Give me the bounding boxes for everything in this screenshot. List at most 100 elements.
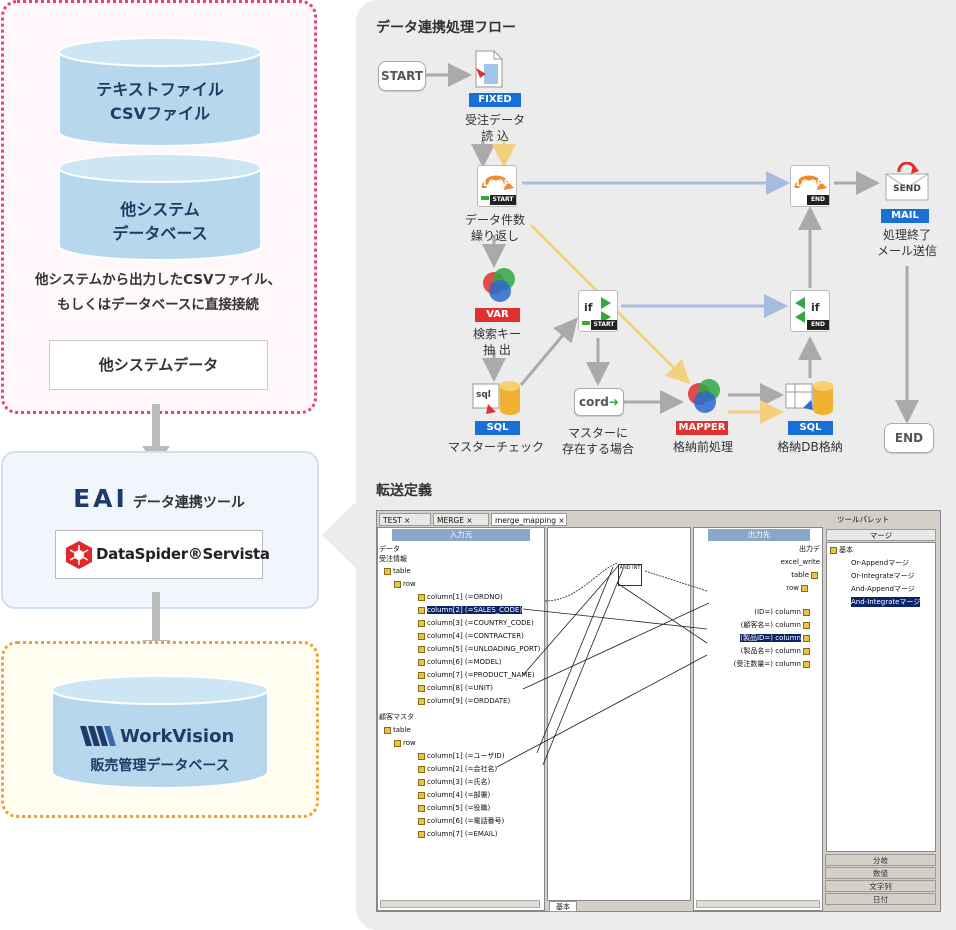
dataspider-logo: DataSpider®Servista bbox=[55, 530, 270, 579]
dataspider-logo-text: DataSpider®Servista bbox=[96, 545, 270, 563]
sql-store-label: 格納DB格納 bbox=[777, 440, 843, 454]
flow-start-node: START bbox=[378, 61, 426, 91]
sql-check-text: sql bbox=[476, 390, 491, 400]
cylinder2-line2: データベース bbox=[112, 224, 208, 243]
eai-title-small: データ連携ツール bbox=[132, 495, 245, 511]
input-tree-row[interactable]: column[7] (=PRODUCT_NAME) bbox=[418, 670, 535, 680]
palette-root: 基本 bbox=[830, 545, 853, 555]
palette-button[interactable]: 文字列 bbox=[825, 880, 936, 892]
flow-title: データ連携処理フロー bbox=[376, 20, 516, 36]
input-tree-row[interactable]: column[6] (=電話番号) bbox=[418, 816, 504, 826]
mail-badge: MAIL bbox=[881, 209, 929, 223]
palette-pane: 基本 Or-Appendマージ Or-Integrateマージ And-Appe… bbox=[826, 542, 936, 852]
input-tree-row[interactable]: column[2] (=SALES_CODE) bbox=[418, 605, 523, 615]
cond-label: マスターに 存在する場合 bbox=[553, 425, 643, 457]
if-end-tag: END bbox=[807, 320, 829, 330]
var-label: 検索キー 抽 出 bbox=[452, 326, 542, 358]
mapping-window: TEST × MERGE × merge_mapping × 入力元 データ 受… bbox=[376, 510, 941, 912]
input-tree-row[interactable]: column[3] (=氏名) bbox=[418, 777, 490, 787]
output-tree-row: row bbox=[786, 583, 810, 593]
envelope-icon bbox=[885, 162, 929, 201]
input-tree-row: データ bbox=[379, 545, 400, 553]
if-start-text: if bbox=[584, 301, 593, 314]
palette-item[interactable]: And-Appendマージ bbox=[851, 585, 915, 593]
input-scrollbar[interactable] bbox=[380, 900, 540, 908]
cylinder1-line2: CSVファイル bbox=[110, 104, 210, 123]
mail-label: 処理終了 メール送信 bbox=[862, 227, 952, 259]
other-system-data-label: 他システムデータ bbox=[49, 340, 268, 390]
input-tree-row: row bbox=[394, 579, 416, 589]
input-tree-row[interactable]: column[4] (=部署) bbox=[418, 790, 490, 800]
palette-button[interactable]: 分岐 bbox=[825, 854, 936, 866]
palette-tab-merge[interactable]: マージ bbox=[826, 529, 936, 541]
input-tree-row[interactable]: column[6] (=MODEL) bbox=[418, 657, 502, 667]
palette-button[interactable]: 数値 bbox=[825, 867, 936, 879]
input-tree-row[interactable]: column[1] (=ORDNO) bbox=[418, 592, 503, 602]
fixed-label-line1: 受注データ bbox=[464, 113, 525, 127]
output-tree-row[interactable]: (製品名=) column bbox=[741, 646, 812, 656]
output-tree-row[interactable]: (製品ID=) column bbox=[740, 633, 812, 643]
workvision-label: 販売管理データベース bbox=[90, 758, 230, 774]
input-tree-row[interactable]: column[5] (=UNLOADING_PORT) bbox=[418, 644, 540, 654]
output-tree-row[interactable]: (顧客名=) column bbox=[741, 620, 812, 630]
palette-item[interactable]: Or-Appendマージ bbox=[851, 559, 910, 567]
fixed-label: 受注データ 読 込 bbox=[450, 112, 540, 144]
input-tree-row[interactable]: column[2] (=会社名) bbox=[418, 764, 497, 774]
loop-end-node: LOOP END bbox=[790, 165, 830, 207]
palette-button[interactable]: 日付 bbox=[825, 893, 936, 905]
input-pane: 入力元 データ 受注情報 table row column[1] (=ORDNO… bbox=[377, 527, 545, 911]
palette-item[interactable]: And-Integrateマージ bbox=[851, 597, 921, 607]
output-tree-row: 出力デ bbox=[799, 545, 820, 553]
workvision-logo-text: WorkVision bbox=[120, 726, 235, 747]
input-tree-row: row bbox=[394, 738, 416, 748]
tab-basic[interactable]: 基本 bbox=[549, 901, 577, 912]
input-tree-row: 顧客マスタ bbox=[379, 713, 414, 721]
input-tree-row[interactable]: column[9] (=ORDDATE) bbox=[418, 696, 510, 706]
cylinder1-line1: テキストファイル bbox=[96, 80, 224, 99]
eai-title: EAI データ連携ツール bbox=[0, 484, 318, 513]
merge-node[interactable]: AND INT bbox=[618, 564, 642, 586]
other-system-description: 他システムから出力したCSVファイル、 もしくはデータベースに直接接続 bbox=[0, 268, 316, 318]
mapping-title: 転送定義 bbox=[376, 483, 432, 499]
tab-merge-mapping[interactable]: merge_mapping × bbox=[491, 513, 567, 526]
input-tree-row: table bbox=[384, 725, 411, 735]
flow-connectors bbox=[426, 63, 919, 424]
workvision-mark-icon bbox=[80, 726, 116, 746]
cord-node: cord➜ bbox=[574, 388, 624, 416]
input-tree-row[interactable]: column[7] (=EMAIL) bbox=[418, 829, 497, 839]
if-end-node: if END bbox=[790, 290, 830, 332]
fixed-file-icon bbox=[475, 50, 503, 88]
description-line2: もしくはデータベースに直接接続 bbox=[57, 297, 259, 313]
loop-start-tag: START bbox=[490, 195, 516, 205]
output-tree-row[interactable]: (受注数量=) column bbox=[734, 659, 812, 669]
output-tree-row: table bbox=[791, 570, 820, 580]
cylinder2-line1: 他システム bbox=[120, 200, 200, 219]
pointer-triangle bbox=[322, 500, 358, 570]
var-label-line1: 検索キー bbox=[472, 327, 521, 341]
input-tree-row[interactable]: column[8] (=UNIT) bbox=[418, 683, 493, 693]
loop-label: データ件数 繰り返し bbox=[450, 212, 540, 244]
cord-arrow-icon: ➜ bbox=[608, 395, 619, 409]
input-tree-row[interactable]: column[3] (=COUNTRY_CODE) bbox=[418, 618, 534, 628]
palette-title: ツールパレット bbox=[837, 515, 890, 524]
loop-end-tag: END bbox=[807, 195, 829, 205]
mapping-lines bbox=[496, 562, 710, 768]
input-tree-row[interactable]: column[4] (=CONTRACTER) bbox=[418, 631, 524, 641]
sql-store-badge: SQL bbox=[788, 421, 833, 435]
loop-label-line1: データ件数 bbox=[464, 213, 525, 227]
tab-test[interactable]: TEST × bbox=[379, 513, 431, 526]
output-tree-row: excel_write bbox=[780, 558, 820, 566]
mapper-label: 格納前処理 bbox=[672, 440, 733, 454]
output-scrollbar[interactable] bbox=[696, 900, 820, 908]
output-tree-row[interactable]: (ID=) column bbox=[754, 607, 812, 617]
input-tree-row[interactable]: column[1] (=ユーザID) bbox=[418, 751, 505, 761]
input-tree-row[interactable]: column[5] (=役職) bbox=[418, 803, 490, 813]
other-system-database-cylinder: 他システム データベース bbox=[57, 152, 263, 266]
description-line1: 他システムから出力したCSVファイル、 bbox=[35, 272, 281, 288]
tab-merge[interactable]: MERGE × bbox=[433, 513, 489, 526]
var-label-line2: 抽 出 bbox=[483, 343, 511, 357]
mapping-canvas[interactable]: AND INT bbox=[547, 527, 691, 901]
palette-item[interactable]: Or-Integrateマージ bbox=[851, 572, 915, 580]
var-venn-icon bbox=[483, 268, 515, 302]
mail-label-line1: 処理終了 bbox=[882, 228, 931, 242]
